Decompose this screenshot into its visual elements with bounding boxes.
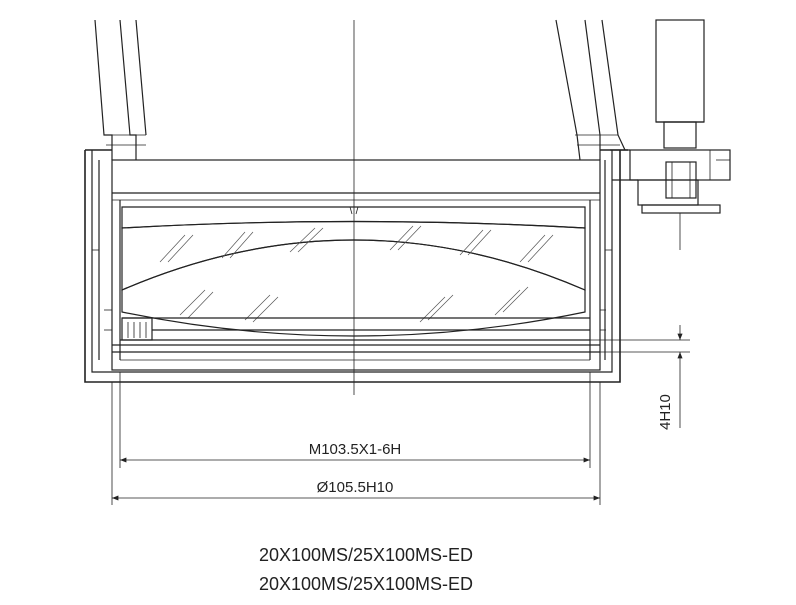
model-caption-line-2: 20X100MS/25X100MS-ED [259, 574, 473, 594]
main-lens-element [121, 220, 586, 337]
bore-dimension-label: Ø105.5H10 [317, 479, 394, 496]
bore-dimension: Ø105.5H10 [111, 382, 601, 505]
right-mount-fitting [610, 19, 731, 250]
thread-dimension: M103.5X1-6H [119, 372, 591, 468]
model-caption-line-1: 20X100MS/25X100MS-ED [259, 545, 473, 565]
left-tube-wall [94, 19, 147, 160]
outer-cell-body [84, 149, 628, 383]
thread-dimension-label: M103.5X1-6H [309, 441, 402, 458]
inner-barrel [104, 159, 606, 371]
right-tube-wall [555, 19, 626, 161]
depth-dimension: 4H10 [590, 325, 690, 430]
lower-spacer-stack [112, 317, 600, 361]
depth-dimension-label: 4H10 [657, 394, 674, 430]
